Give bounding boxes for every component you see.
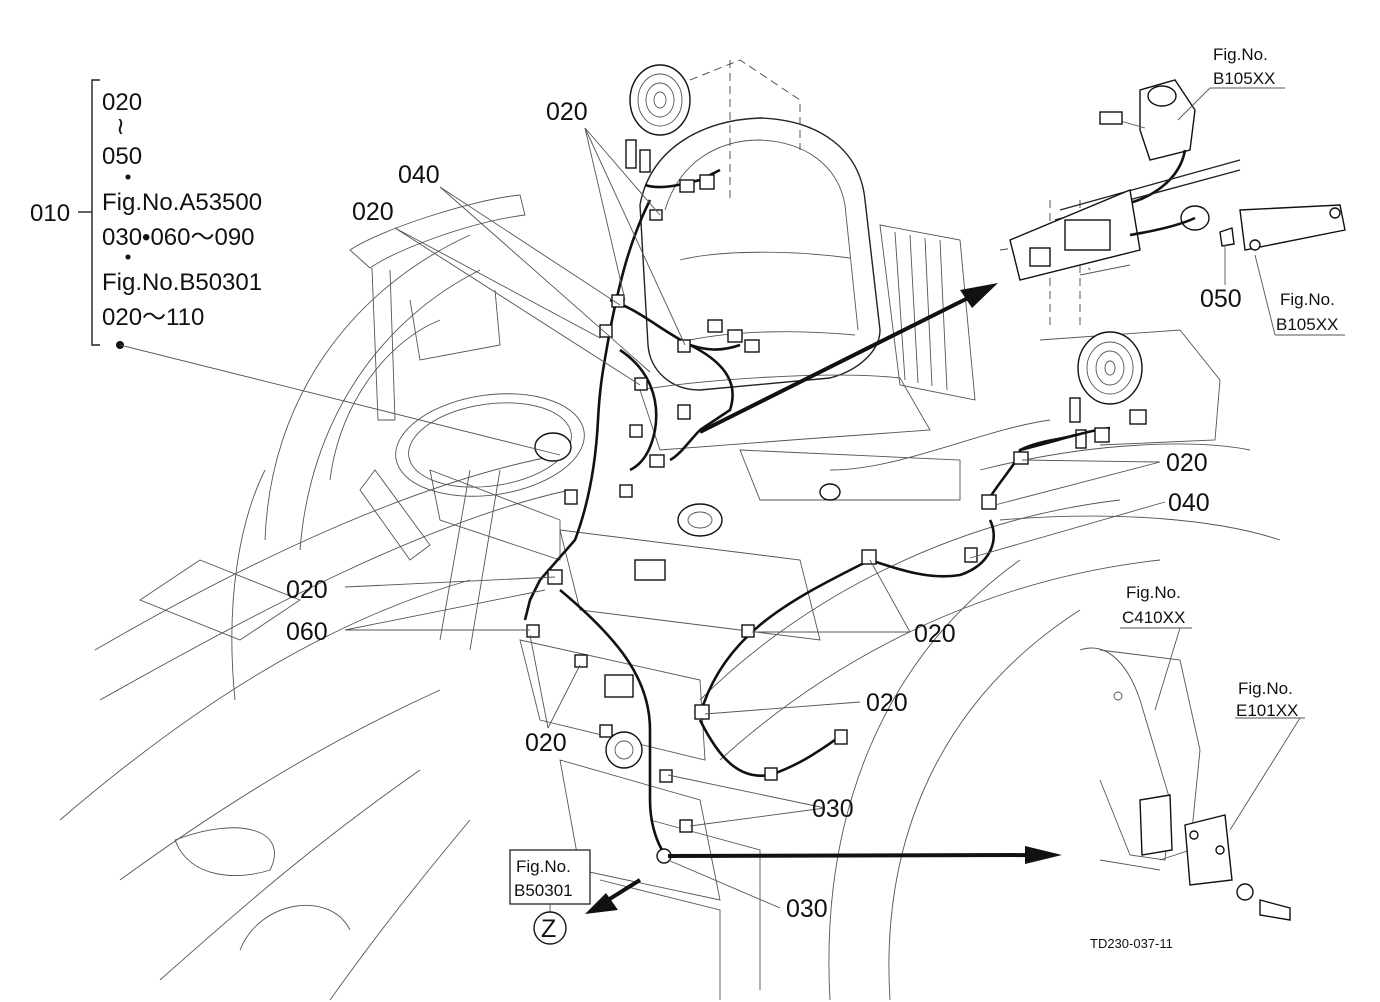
- legend-line-4: ・: [116, 165, 140, 192]
- legend: 010 020 ≀ 050 ・ Fig.No.A53500 030•060～09…: [30, 89, 262, 331]
- callout-030-b: 030: [786, 895, 828, 923]
- direction-arrows: [585, 283, 1062, 914]
- callouts: 020 040 020 050 020 040 020 060 020 020 …: [286, 98, 1242, 923]
- callout-060: 060: [286, 618, 328, 646]
- callout-050: 050: [1200, 285, 1242, 313]
- legend-line-1: 020: [102, 89, 142, 116]
- legend-line-7: ・: [116, 245, 140, 272]
- leader-lines: [78, 79, 1345, 909]
- view-marker-label: Z: [541, 915, 556, 943]
- figref-b105-right-line1: Fig.No.: [1280, 290, 1335, 309]
- tractor-outline: [59, 59, 1281, 1001]
- figref-c410-line1: Fig.No.: [1126, 583, 1181, 602]
- callout-020-mid2: 020: [866, 689, 908, 717]
- drawing-code: TD230-037-11: [1090, 936, 1173, 951]
- callout-020-bottom: 020: [525, 729, 567, 757]
- figref-b50301-line2: B50301: [514, 881, 573, 900]
- horn-top: [625, 64, 691, 173]
- wire-harness: [523, 168, 1111, 856]
- legend-line-3: 050: [102, 143, 142, 170]
- view-marker-circle: [533, 911, 567, 945]
- legend-line-5: Fig.No.A53500: [102, 189, 262, 216]
- horn-right: [1069, 331, 1143, 449]
- figref-b105-right-line2: B105XX: [1276, 315, 1338, 334]
- figref-b50301-box: [509, 849, 591, 905]
- figref-b50301-line1: Fig.No.: [516, 857, 571, 876]
- bracket-detail: [1079, 647, 1291, 921]
- callout-020-right: 020: [1166, 449, 1208, 477]
- figref-c410-line2: C410XX: [1122, 608, 1185, 627]
- legend-line-9: 020～110: [102, 304, 204, 331]
- legend-line-2: ≀: [116, 113, 125, 140]
- callout-020-left2: 020: [286, 576, 328, 604]
- legend-line-6: 030•060～090: [102, 224, 255, 251]
- switch-assembly: [1009, 79, 1346, 281]
- fig-refs: Fig.No. B105XX Fig.No. B105XX Fig.No. C4…: [509, 45, 1338, 945]
- figref-e101-line1: Fig.No.: [1238, 679, 1293, 698]
- callout-020-mid: 020: [914, 620, 956, 648]
- callout-030-a: 030: [812, 795, 854, 823]
- callout-020-top: 020: [546, 98, 588, 126]
- harness-clamps: [526, 174, 1147, 864]
- figref-b105-top-line2: B105XX: [1213, 69, 1275, 88]
- callout-040-right: 040: [1168, 489, 1210, 517]
- callout-020-left: 020: [352, 198, 394, 226]
- figref-b105-top-line1: Fig.No.: [1213, 45, 1268, 64]
- callout-040-top: 040: [398, 161, 440, 189]
- legend-line-8: Fig.No.B50301: [102, 269, 262, 296]
- figref-e101-line2: E101XX: [1236, 701, 1298, 720]
- legend-main-number: 010: [30, 200, 70, 227]
